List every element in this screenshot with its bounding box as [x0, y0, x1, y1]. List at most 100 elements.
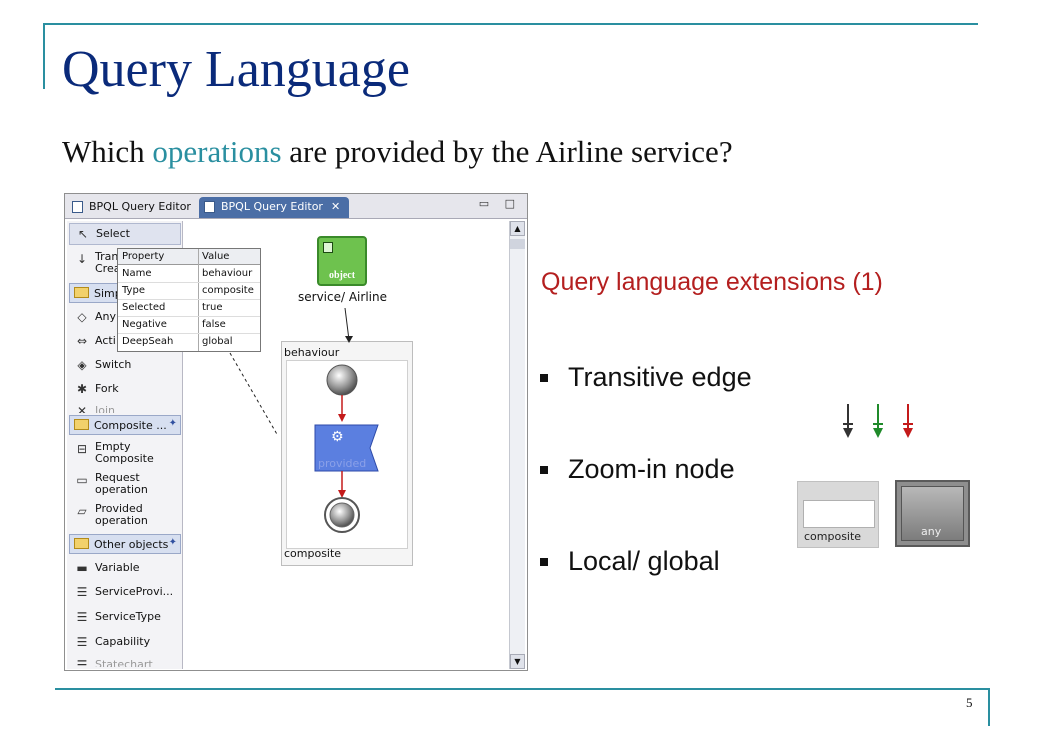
drawer-other-label: Other objects: [94, 538, 169, 551]
palette-any[interactable]: ◇ Any: [69, 307, 181, 329]
frame-top-line: [43, 23, 978, 25]
provided-shape-icon: ▱: [77, 504, 87, 518]
zoom-header-label: behaviour: [284, 346, 340, 359]
prop-selected-value[interactable]: true: [202, 302, 223, 313]
folder-icon: [74, 538, 89, 549]
slide-title: Query Language: [62, 41, 410, 98]
palette-request-operation[interactable]: ▭ Request operation: [69, 470, 181, 500]
palette-join[interactable]: ✕ Join: [69, 401, 181, 414]
dashed-connector: [229, 352, 279, 437]
object-label: object: [328, 270, 356, 281]
prop-deepsearch-value[interactable]: global: [202, 336, 233, 347]
row-divider: [118, 299, 260, 300]
drawer-composite-label: Composite ...: [94, 419, 167, 432]
palette-transitive-edge[interactable]: ↓ Tran Crea: [69, 249, 181, 279]
palette-service-provider[interactable]: ☰ ServiceProvi...: [69, 582, 181, 604]
gear-icon: ⚙: [331, 429, 344, 445]
palette-variable-label: Variable: [95, 561, 140, 574]
frame-right-line: [988, 688, 990, 726]
palette-join-label: Join: [95, 404, 116, 414]
variable-icon: ▬: [76, 561, 88, 575]
scroll-up-icon[interactable]: ▲: [510, 221, 525, 236]
question-highlight: operations: [152, 134, 282, 169]
palette-capability-label: Capability: [95, 635, 151, 648]
bullet-zoom-in-node: Zoom-in node: [568, 454, 735, 484]
prop-type-value[interactable]: composite: [202, 285, 254, 296]
provided-label: provided: [318, 457, 366, 470]
arrow-head-icon: [338, 414, 346, 422]
prop-name: Name: [122, 268, 152, 279]
transitive-edge-red-icon: [903, 404, 913, 438]
page-number: 5: [966, 695, 973, 710]
header-property: Property: [122, 251, 165, 262]
palette-fork-label: Fork: [95, 382, 119, 395]
palette-fork[interactable]: ✱ Fork: [69, 379, 181, 401]
object-box[interactable]: object: [317, 236, 367, 286]
close-tab-icon[interactable]: ✕: [330, 200, 341, 213]
zoom-footer-label: composite: [284, 547, 342, 560]
palette-empty-composite[interactable]: ⊟ Empty Composite: [69, 439, 181, 469]
any-zoom-tile: any: [895, 480, 970, 547]
palette-capability[interactable]: ☰ Capability: [69, 632, 181, 654]
provided-operation-node[interactable]: [314, 424, 379, 472]
bullet-transitive-edge: Transitive edge: [568, 362, 752, 392]
palette-switch[interactable]: ◈ Switch: [69, 355, 181, 377]
palette-variable[interactable]: ▬ Variable: [69, 558, 181, 580]
palette-statechart[interactable]: ☰ Statechart: [69, 655, 181, 668]
palette-any-label: Any: [95, 310, 117, 323]
pin-icon[interactable]: ✦: [168, 418, 177, 429]
palette-service-type-label: ServiceType: [95, 610, 161, 623]
tab-label: BPQL Query Editor: [221, 200, 323, 213]
service-airline-label: service/ Airline: [298, 290, 387, 304]
frame-bottom-line: [55, 688, 990, 690]
bullet-square-icon: [540, 466, 548, 474]
palette-transitive-label-2: Crea: [95, 262, 121, 275]
palette-drawer-composite[interactable]: Composite ... ✦: [69, 415, 181, 435]
request-shape-icon: ▭: [76, 473, 88, 487]
arrow-head-icon: [338, 490, 346, 498]
list-icon: ☰: [76, 585, 88, 599]
prop-selected: Selected: [122, 302, 166, 313]
editor-tab-bar: BPQL Query Editor BPQL Query Editor ✕ ▭ □: [65, 194, 527, 219]
diamond-icon: ◇: [77, 310, 87, 324]
bullet-square-icon: [540, 558, 548, 566]
column-separator: [198, 249, 199, 351]
frame-left-line: [43, 23, 45, 89]
tab-bpql-query-editor-2[interactable]: BPQL Query Editor ✕: [199, 197, 349, 218]
tab-bpql-query-editor-1[interactable]: BPQL Query Editor: [67, 197, 193, 218]
transitive-edge-samples: [843, 404, 913, 438]
object-node[interactable]: object: [253, 236, 369, 304]
pin-icon[interactable]: ✦: [168, 537, 177, 548]
scroll-thumb[interactable]: [510, 239, 525, 249]
header-value: Value: [202, 251, 230, 262]
arrow-head-icon: [345, 336, 353, 343]
folder-icon: [74, 287, 89, 298]
palette-provided-operation[interactable]: ▱ Provided operation: [69, 501, 181, 531]
composite-tile-label: composite: [804, 530, 862, 543]
vertical-scrollbar[interactable]: ▲ ▼: [509, 221, 525, 669]
palette-select[interactable]: ↖ Select: [69, 223, 181, 245]
editor-file-icon: [204, 201, 215, 213]
any-tile-inner: [901, 486, 964, 541]
list-icon: ☰: [76, 658, 88, 668]
start-node-icon[interactable]: [326, 364, 358, 396]
prop-negative-value[interactable]: false: [202, 319, 226, 330]
palette-transitive-label-1: Tran: [95, 250, 119, 263]
prop-name-value[interactable]: behaviour: [202, 268, 253, 279]
prop-type: Type: [122, 285, 145, 296]
prop-deepsearch: DeepSeah: [122, 336, 174, 347]
palette-request-label: Request operation: [95, 471, 148, 496]
object-list-icon: [323, 242, 333, 253]
window-buttons[interactable]: ▭ □: [478, 197, 521, 210]
palette-service-type[interactable]: ☰ ServiceType: [69, 607, 181, 629]
end-node-inner-icon: [329, 502, 355, 528]
any-tile-label: any: [921, 525, 942, 538]
properties-header: Property Value: [118, 249, 260, 265]
scroll-down-icon[interactable]: ▼: [510, 654, 525, 669]
palette-activity[interactable]: ⇔ Acti: [69, 331, 181, 353]
folder-icon: [74, 419, 89, 430]
palette-drawer-other[interactable]: Other objects ✦: [69, 534, 181, 554]
question-post: are provided by the Airline service?: [281, 134, 733, 169]
tab-label: BPQL Query Editor: [89, 200, 191, 213]
